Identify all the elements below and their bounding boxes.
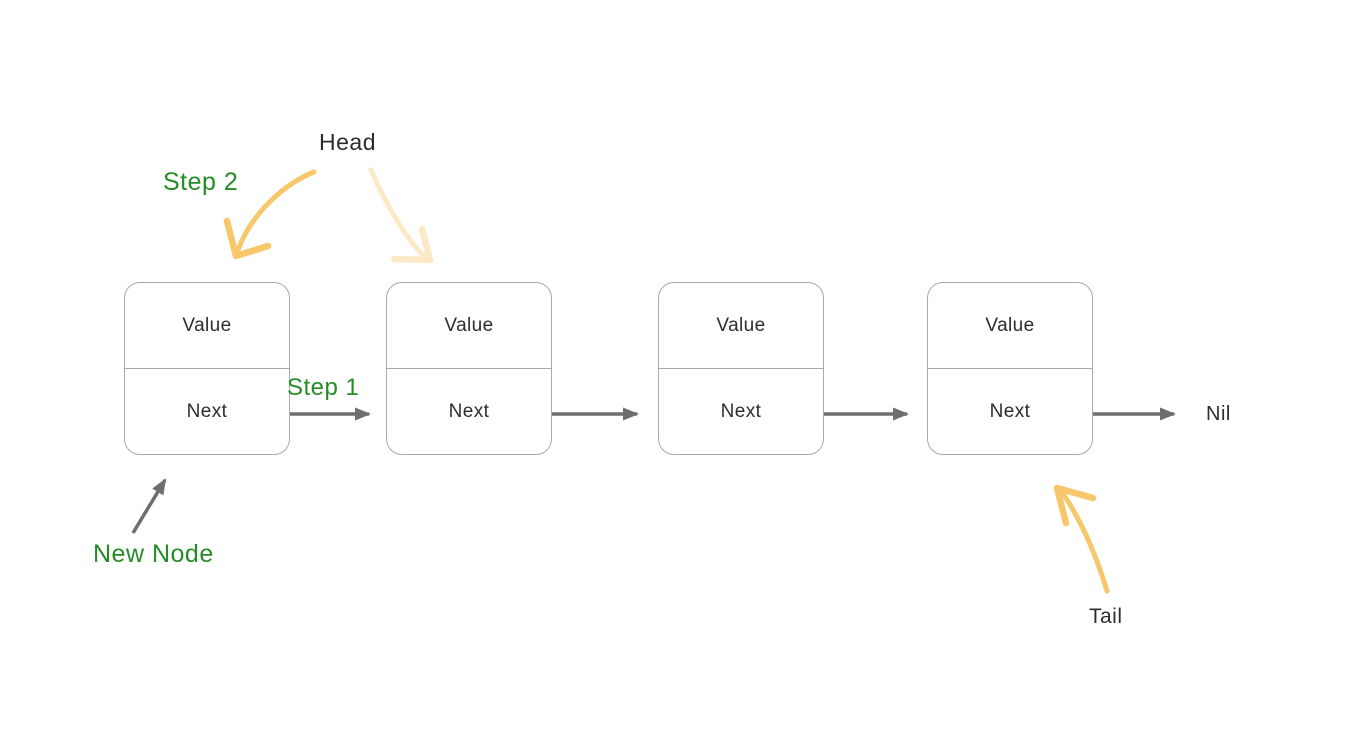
new-node-arrow (131, 478, 167, 534)
new-node-label: New Node (93, 540, 214, 568)
nil-label: Nil (1206, 403, 1231, 425)
step2-label: Step 2 (163, 168, 239, 196)
step2-head-arrow (223, 169, 317, 260)
node-3-value-cell: Value (659, 283, 823, 369)
tail-label: Tail (1089, 605, 1123, 628)
node-3-next-cell: Next (720, 400, 762, 422)
list-node-1: Value Next (124, 282, 290, 455)
list-node-3: Value Next (658, 282, 824, 455)
node-2-value-cell: Value (387, 283, 551, 369)
node-1-next-cell: Next (186, 400, 228, 422)
node-4-value-cell: Value (928, 283, 1092, 369)
node-2-next-cell: Next (448, 400, 490, 422)
node-1-value-cell: Value (125, 283, 289, 369)
old-head-arrow-faded (368, 167, 434, 264)
node-4-next-cell: Next (989, 400, 1031, 422)
step1-label: Step 1 (287, 374, 360, 401)
tail-arrow (1053, 484, 1110, 594)
list-node-4: Value Next (927, 282, 1093, 455)
head-label: Head (319, 129, 376, 155)
list-node-2: Value Next (386, 282, 552, 455)
